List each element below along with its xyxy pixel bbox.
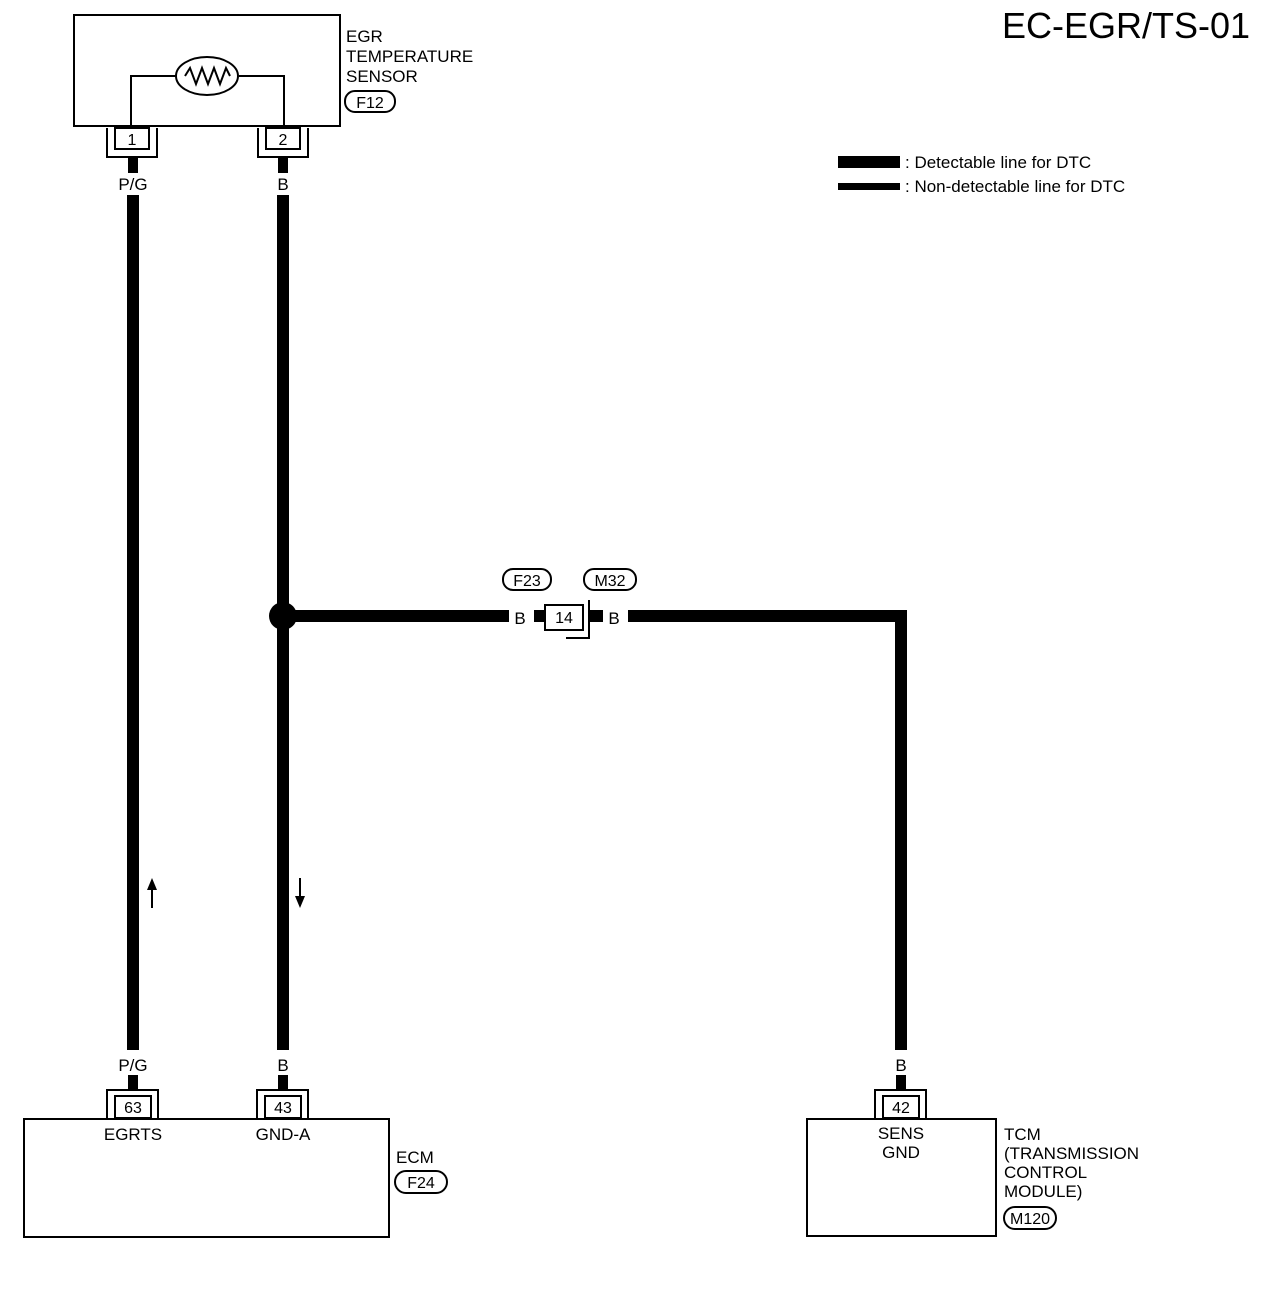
- tcm-module: SENS GND TCM (TRANSMISSION CONTROL MODUL…: [806, 1118, 1139, 1237]
- sensor-connector-id: F12: [356, 95, 384, 112]
- legend-detectable-swatch: [838, 156, 900, 168]
- arrow-down-icon: [295, 878, 305, 908]
- egr-temperature-sensor: EGR TEMPERATURE SENSOR F12: [73, 14, 473, 127]
- tcm-terminal-line1: SENS: [878, 1124, 924, 1143]
- ecm-connector-badge: [394, 1170, 448, 1194]
- joint-connector: F23 M32 B B 14: [502, 568, 637, 639]
- joint-pin-number: 14: [555, 610, 573, 627]
- wire-b-stub-top: [278, 157, 288, 173]
- tcm-pin-42: 42: [874, 1089, 927, 1119]
- wire-b-joint-stub-right: [589, 610, 603, 622]
- wire-b-splice-to-joint: [283, 610, 509, 622]
- wire-b-stub-bottom: [278, 1075, 288, 1091]
- tcm-connector-id: M120: [1010, 1211, 1050, 1228]
- sensor-pin-2: 2: [257, 127, 309, 158]
- tcm-box: [806, 1118, 997, 1237]
- wire-pg-stub-top: [128, 157, 138, 173]
- ecm-box: [23, 1118, 390, 1238]
- tcm-name-line2: (TRANSMISSION: [1004, 1144, 1139, 1163]
- sensor-pin-2-number: 2: [279, 132, 288, 149]
- tcm-name-line1: TCM: [1004, 1125, 1041, 1144]
- tcm-name-line4: MODULE): [1004, 1182, 1082, 1201]
- ecm-pin-63-bracket: [106, 1089, 159, 1118]
- wire-color-pg-top: P/G: [118, 175, 147, 194]
- wires: [127, 157, 907, 1091]
- ecm-pin-63-number: 63: [124, 1100, 142, 1117]
- ecm-connector-id: F24: [407, 1175, 435, 1192]
- page-code: EC-EGR/TS-01: [1002, 5, 1250, 46]
- legend-non-detectable-label: : Non-detectable line for DTC: [905, 177, 1125, 196]
- ecm-pin-43: 43: [256, 1089, 309, 1119]
- joint-pin-bracket: [566, 600, 590, 639]
- wire-color-pg-bottom: P/G: [118, 1056, 147, 1075]
- tcm-connector-badge: [1003, 1206, 1057, 1230]
- sensor-name-line3: SENSOR: [346, 67, 418, 86]
- wire-b-tcm-vertical: [895, 610, 907, 1050]
- legend-non-detectable-swatch: [838, 183, 900, 190]
- ecm-pin-43-number: 43: [274, 1100, 292, 1117]
- tcm-pin-42-bracket: [874, 1089, 927, 1118]
- tcm-terminal-line2: GND: [882, 1143, 920, 1162]
- ecm-pin-43-bracket: [256, 1089, 309, 1118]
- tcm-pin-42-number: 42: [892, 1100, 910, 1117]
- joint-pin-box: [544, 604, 584, 631]
- joint-wire-color-right: B: [608, 609, 619, 628]
- sensor-pin-1-number: 1: [128, 132, 137, 149]
- sensor-pin-1-box: [114, 127, 150, 150]
- ecm-module: EGRTS GND-A ECM F24: [23, 1118, 448, 1238]
- sensor-name-line2: TEMPERATURE: [346, 47, 473, 66]
- ecm-name: ECM: [396, 1148, 434, 1167]
- wire-pg-stub-bottom: [128, 1075, 138, 1091]
- tcm-name-line3: CONTROL: [1004, 1163, 1087, 1182]
- resistor-zigzag-icon: [184, 65, 231, 87]
- joint-right-connector-id: M32: [594, 573, 625, 590]
- ecm-terminal-gnd-a: GND-A: [256, 1125, 311, 1144]
- joint-right-connector-badge: [583, 568, 637, 591]
- sensor-internal-wire-1: [130, 75, 176, 127]
- sensor-box: [73, 14, 341, 127]
- wire-b-joint-to-tcm: [628, 610, 907, 622]
- wire-b-tcm-stub: [896, 1075, 906, 1091]
- arrow-up-icon: [147, 878, 157, 908]
- thermistor-icon: [175, 56, 239, 96]
- wire-color-b-tcm: B: [895, 1056, 906, 1075]
- sensor-name-line1: EGR: [346, 27, 383, 46]
- joint-left-connector-id: F23: [513, 573, 541, 590]
- joint-wire-color-left: B: [514, 609, 525, 628]
- sensor-pin-2-box: [265, 127, 301, 150]
- wire-pg-egrts: [127, 195, 139, 1050]
- ecm-terminal-egrts: EGRTS: [104, 1125, 162, 1144]
- sensor-connector-badge: [344, 90, 396, 113]
- sensor-internal-wire-2: [239, 75, 285, 127]
- legend: : Detectable line for DTC : Non-detectab…: [838, 153, 1125, 196]
- legend-detectable-label: : Detectable line for DTC: [905, 153, 1091, 172]
- sensor-pin-1: 1: [106, 127, 158, 158]
- ecm-pin-63: 63: [106, 1089, 159, 1119]
- wire-color-b-top: B: [277, 175, 288, 194]
- joint-left-connector-badge: [502, 568, 552, 591]
- wire-color-b-bottom: B: [277, 1056, 288, 1075]
